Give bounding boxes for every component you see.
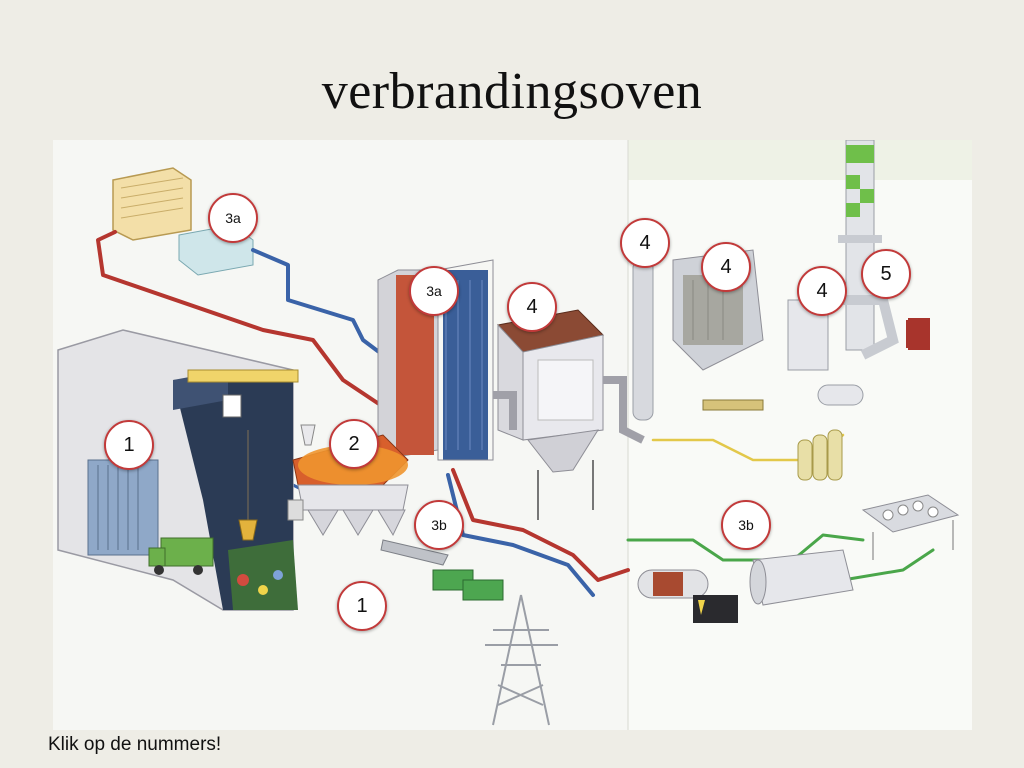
warning-sign: [908, 318, 930, 350]
electrostatic-filter: [493, 309, 645, 520]
marker-1-bottom[interactable]: 1: [337, 581, 387, 631]
slag-conveyor: [380, 539, 504, 601]
cooling-unit: [861, 494, 960, 560]
marker-4-d[interactable]: 4: [507, 282, 557, 332]
marker-4-c[interactable]: 4: [797, 266, 847, 316]
incinerator-illustration: [53, 140, 972, 730]
incinerator-diagram: [53, 140, 972, 730]
slide-title: verbrandingsoven: [321, 63, 703, 120]
marker-4-a[interactable]: 4: [620, 218, 670, 268]
garbage-truck: [148, 537, 214, 575]
crane-grab: [238, 430, 258, 541]
marker-4-b[interactable]: 4: [701, 242, 751, 292]
instruction-text: Klik op de nummers!: [48, 734, 222, 755]
marker-5[interactable]: 5: [861, 249, 911, 299]
electricity-pylon: [485, 594, 558, 726]
marker-2[interactable]: 2: [329, 419, 379, 469]
marker-3a-top[interactable]: 3a: [208, 193, 258, 243]
turbine-generator: [637, 549, 854, 623]
marker-1-left[interactable]: 1: [104, 420, 154, 470]
marker-3a-middle[interactable]: 3a: [409, 266, 459, 316]
marker-3b-left[interactable]: 3b: [414, 500, 464, 550]
marker-3b-right[interactable]: 3b: [721, 500, 771, 550]
